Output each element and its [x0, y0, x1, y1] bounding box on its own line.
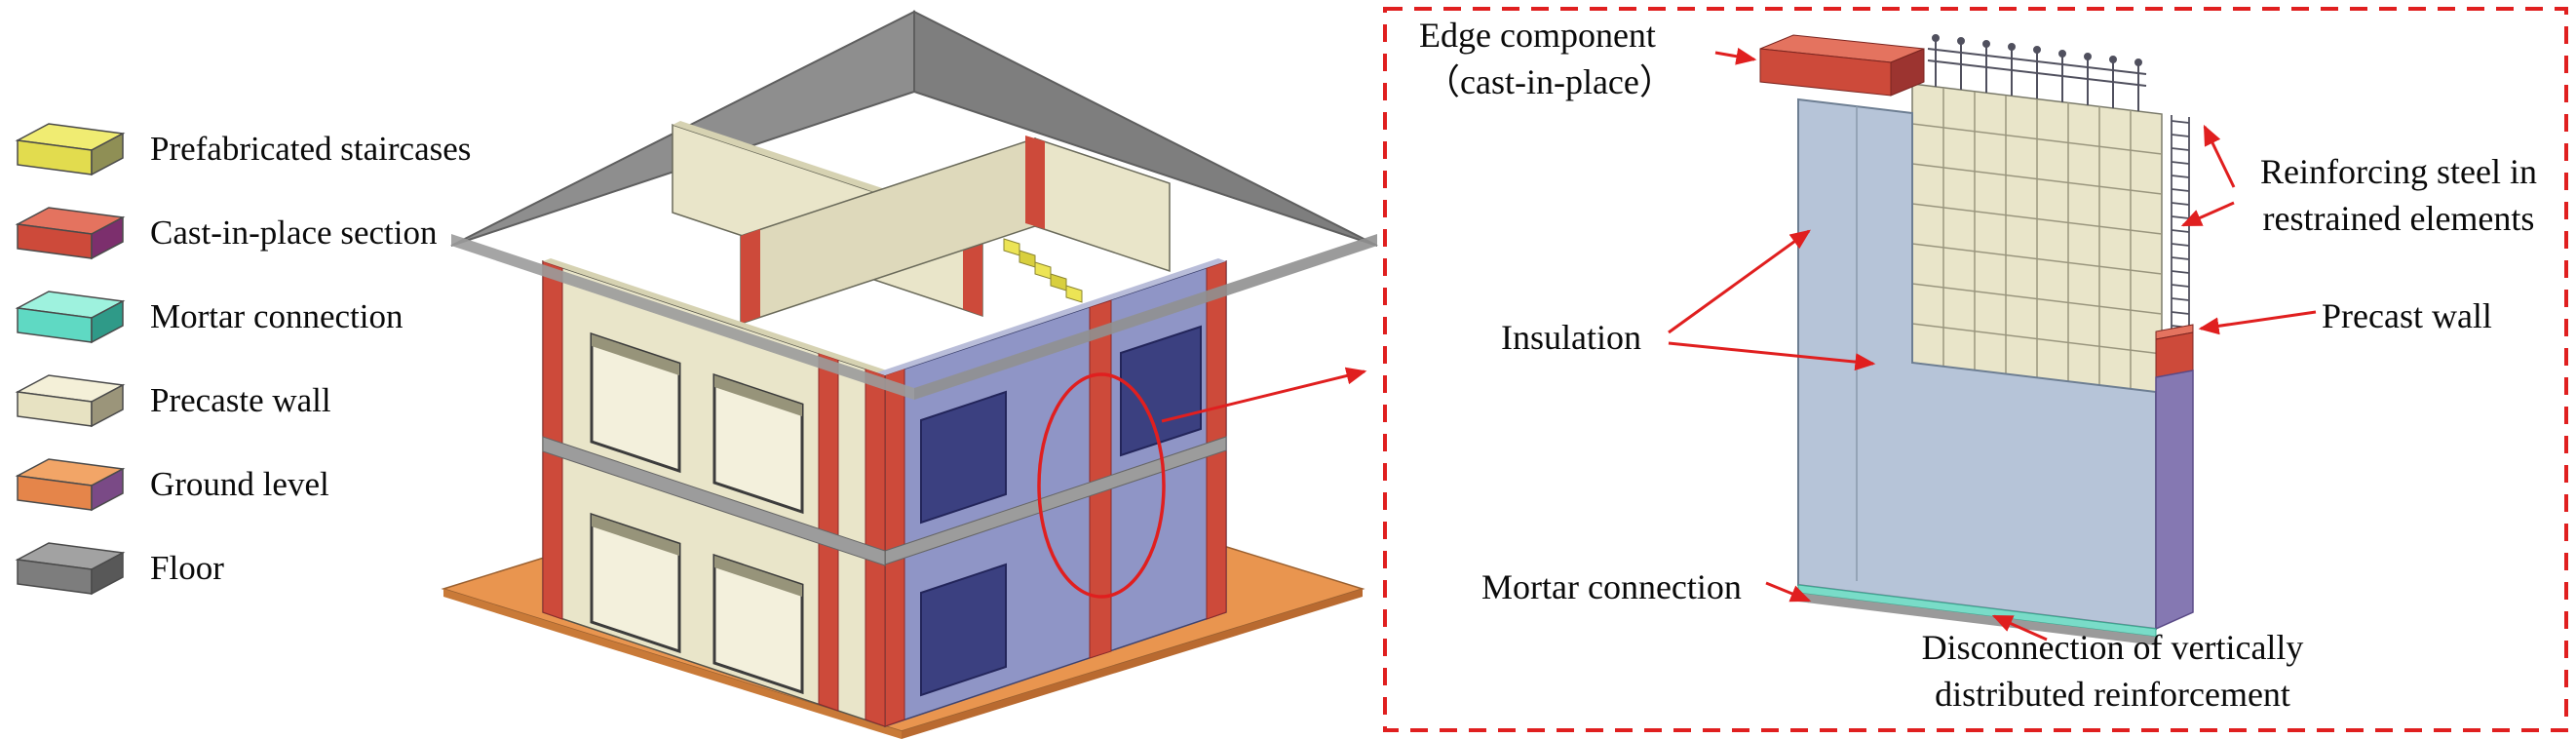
legend-item-ground-level: Ground level — [14, 443, 471, 526]
roof-back-right-plane — [913, 10, 1378, 247]
rebar-top — [1927, 34, 2147, 111]
edge-component-arrow — [1714, 47, 1757, 65]
cube-side-face — [91, 383, 124, 428]
disconnection-label-line2: distributed reinforcement — [1935, 675, 2290, 714]
window-shade — [714, 556, 802, 597]
disconnection-label-line1: Disconnection of vertically — [1921, 628, 2304, 667]
panel-side-face — [2155, 370, 2194, 631]
rebar-side — [2171, 115, 2190, 341]
roof-eave-edge — [914, 234, 1377, 400]
insulation-label: Insulation — [1501, 318, 1641, 357]
cube-side-face — [91, 215, 124, 260]
window-shade — [714, 375, 802, 416]
callout-arrow — [1161, 367, 1367, 423]
legend-label: Precaste wall — [150, 381, 331, 419]
staircase — [1003, 238, 1083, 303]
floor-swatch-icon — [15, 542, 126, 596]
legend-label: Mortar connection — [150, 297, 404, 335]
legend-item-mortar-connection: Mortar connection — [14, 275, 471, 359]
floor-slab-band — [542, 436, 886, 566]
reinforcing-steel-arrow — [2203, 124, 2236, 188]
precast-wall-label: Precast wall — [2322, 296, 2492, 335]
wall-top-edge — [877, 258, 1226, 375]
legend-label: Floor — [150, 549, 224, 587]
interior-cast-in-place-strip — [1025, 136, 1045, 229]
right-facade — [884, 259, 1227, 728]
mortar-connection-swatch-icon — [15, 291, 126, 344]
left-facade — [542, 259, 886, 728]
precast-wall-arrow — [2198, 310, 2317, 335]
detail-view — [1383, 7, 2568, 732]
window — [920, 390, 1007, 525]
cube-side-face — [91, 551, 124, 596]
ground-level-swatch-icon — [15, 458, 126, 512]
insulation-arrow — [1668, 229, 1811, 334]
legend-label: Ground level — [150, 465, 329, 503]
window — [1120, 325, 1202, 457]
interior-cast-in-place-strip — [741, 229, 760, 324]
annotation-arrows — [1668, 47, 2317, 642]
legend-label: Cast-in-place section — [150, 214, 438, 252]
edge-component-block — [1759, 34, 1925, 97]
edge-component-label-line2: （cast-in-place） — [1425, 62, 1674, 101]
platform-edge-right — [902, 589, 1363, 739]
top-floor-interior — [672, 121, 1171, 326]
cube-side-face — [91, 299, 124, 344]
edge-component-label: Edge component （cast-in-place） — [1419, 12, 1674, 105]
disconnection-arrow — [1991, 614, 2048, 642]
legend-item-prefabricated-staircases: Prefabricated staircases — [14, 107, 471, 191]
window-shade — [592, 515, 679, 556]
window-shade — [592, 334, 679, 375]
insulation-arrow — [1668, 341, 1876, 371]
mortar-connection-arrow — [1765, 581, 1812, 603]
reinforcing-steel-label-line1: Reinforcing steel in — [2260, 152, 2537, 191]
edge-component-label-line1: Edge component — [1419, 16, 1656, 55]
prefabricated-staircases-swatch-icon — [15, 123, 126, 176]
reinforcing-steel-label-line2: restrained elements — [2262, 199, 2535, 238]
cube-side-face — [91, 467, 124, 512]
cube-side-face — [91, 132, 124, 176]
reinforcing-steel-arrow — [2180, 201, 2235, 227]
highlight-ellipse — [1037, 372, 1166, 599]
cast-in-place-section-swatch-icon — [15, 207, 126, 260]
window — [920, 563, 1007, 697]
windows — [590, 331, 804, 695]
detail-panel-border — [1383, 7, 2568, 732]
mortar-connection-label: Mortar connection — [1481, 567, 1742, 606]
disconnection-label: Disconnection of vertically distributed … — [1886, 624, 2339, 718]
legend-label: Prefabricated staircases — [150, 130, 472, 168]
precast-wall-panel — [1911, 83, 2163, 395]
house-model — [441, 10, 1378, 739]
legend-item-precaste-wall: Precaste wall — [14, 359, 471, 443]
right-edge-cast-in-place — [2155, 324, 2194, 378]
reinforcing-steel-label: Reinforcing steel in restrained elements — [2238, 148, 2559, 242]
base-strip — [1798, 593, 2156, 645]
roof-eave-edge — [451, 234, 914, 400]
legend: Prefabricated staircases Cast-in-place s… — [14, 107, 471, 610]
edge-component-side — [1890, 48, 1925, 97]
precaste-wall-swatch-icon — [15, 374, 126, 428]
reinforcement-grid — [1911, 88, 2163, 389]
legend-item-cast-in-place-section: Cast-in-place section — [14, 191, 471, 275]
platform-edge-left — [443, 589, 902, 739]
legend-item-floor: Floor — [14, 526, 471, 610]
wall-top-edge — [543, 258, 893, 375]
